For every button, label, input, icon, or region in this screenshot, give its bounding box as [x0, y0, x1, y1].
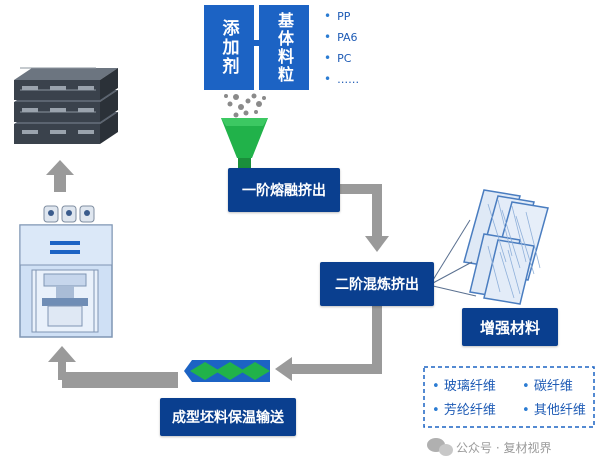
fiber-item-aramid: 芳纶纤维 — [432, 399, 496, 418]
preform-transport-box: 成型坯料保温输送 — [160, 398, 296, 436]
resin-box-bg — [259, 5, 309, 90]
resin-item: …… — [324, 69, 359, 90]
wechat-icon — [427, 438, 453, 456]
arrow-stage1-to-stage2 — [338, 184, 389, 252]
reinforcement-title-box: 增强材料 — [462, 308, 558, 346]
compression-press-icon — [19, 205, 113, 338]
first-stage-extrusion-box: 一阶熔融挤出 — [228, 168, 340, 212]
conveyor-icon — [184, 360, 270, 382]
hopper-icon — [221, 118, 268, 168]
fiber-sheets-icon — [432, 189, 549, 305]
additive-label: 添加剂 — [218, 19, 239, 76]
arrow-stage2-to-transport — [275, 306, 382, 381]
molded-parts-stack-icon — [14, 67, 118, 144]
resin-item: PP — [324, 6, 359, 27]
resin-list: PP PA6 PC …… — [324, 6, 359, 90]
second-stage-mixing-box: 二阶混炼挤出 — [320, 262, 434, 306]
resin-item: PC — [324, 48, 359, 69]
watermark-text: 公众号 · 复材视界 — [456, 441, 552, 455]
resin-item: PA6 — [324, 27, 359, 48]
arrow-up-to-parts — [46, 160, 74, 192]
reinforcement-list-frame — [423, 366, 595, 428]
fiber-item-carbon: 碳纤维 — [522, 375, 573, 394]
pellets-icon — [224, 93, 266, 118]
arrow-up-to-press — [48, 346, 76, 380]
arrow-transport-to-press — [62, 372, 178, 388]
fiber-item-glass: 玻璃纤维 — [432, 375, 496, 394]
base-resin-label: 基体料粒 — [275, 11, 294, 84]
fiber-item-other: 其他纤维 — [522, 399, 586, 418]
